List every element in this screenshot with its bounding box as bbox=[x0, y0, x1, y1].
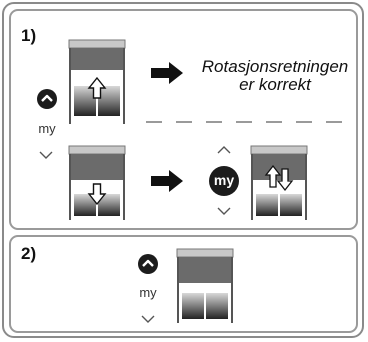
my-label-2: my bbox=[139, 285, 157, 300]
outer-frame bbox=[2, 2, 364, 338]
arrow-right-icon-2 bbox=[151, 170, 183, 192]
window-blind-result bbox=[176, 248, 234, 323]
down-chevron-icon-2[interactable] bbox=[216, 205, 232, 217]
up-chevron-icon[interactable] bbox=[216, 144, 232, 156]
up-button-icon[interactable] bbox=[36, 88, 58, 110]
window-blind-going-up bbox=[68, 39, 126, 124]
caption-line-2: er korrekt bbox=[239, 75, 311, 94]
down-chevron-icon-3[interactable] bbox=[140, 312, 156, 326]
up-arrow-icon-2 bbox=[264, 164, 282, 188]
my-button-icon[interactable]: my bbox=[209, 166, 239, 196]
down-chevron-icon[interactable] bbox=[38, 148, 54, 162]
step-1-number: 1) bbox=[21, 26, 37, 45]
step-2-number: 2) bbox=[21, 244, 37, 263]
down-arrow-icon-2 bbox=[276, 168, 294, 192]
up-button-icon-2[interactable] bbox=[137, 253, 159, 275]
dashed-separator bbox=[146, 121, 346, 123]
window-blind-stopped bbox=[250, 145, 308, 220]
down-arrow-icon bbox=[87, 183, 107, 206]
arrow-right-icon bbox=[151, 62, 183, 84]
caption-line-1: Rotasjonsretningen bbox=[201, 57, 349, 76]
up-arrow-icon bbox=[87, 76, 107, 99]
window-blind-going-down bbox=[68, 145, 126, 220]
my-label: my bbox=[38, 121, 56, 136]
